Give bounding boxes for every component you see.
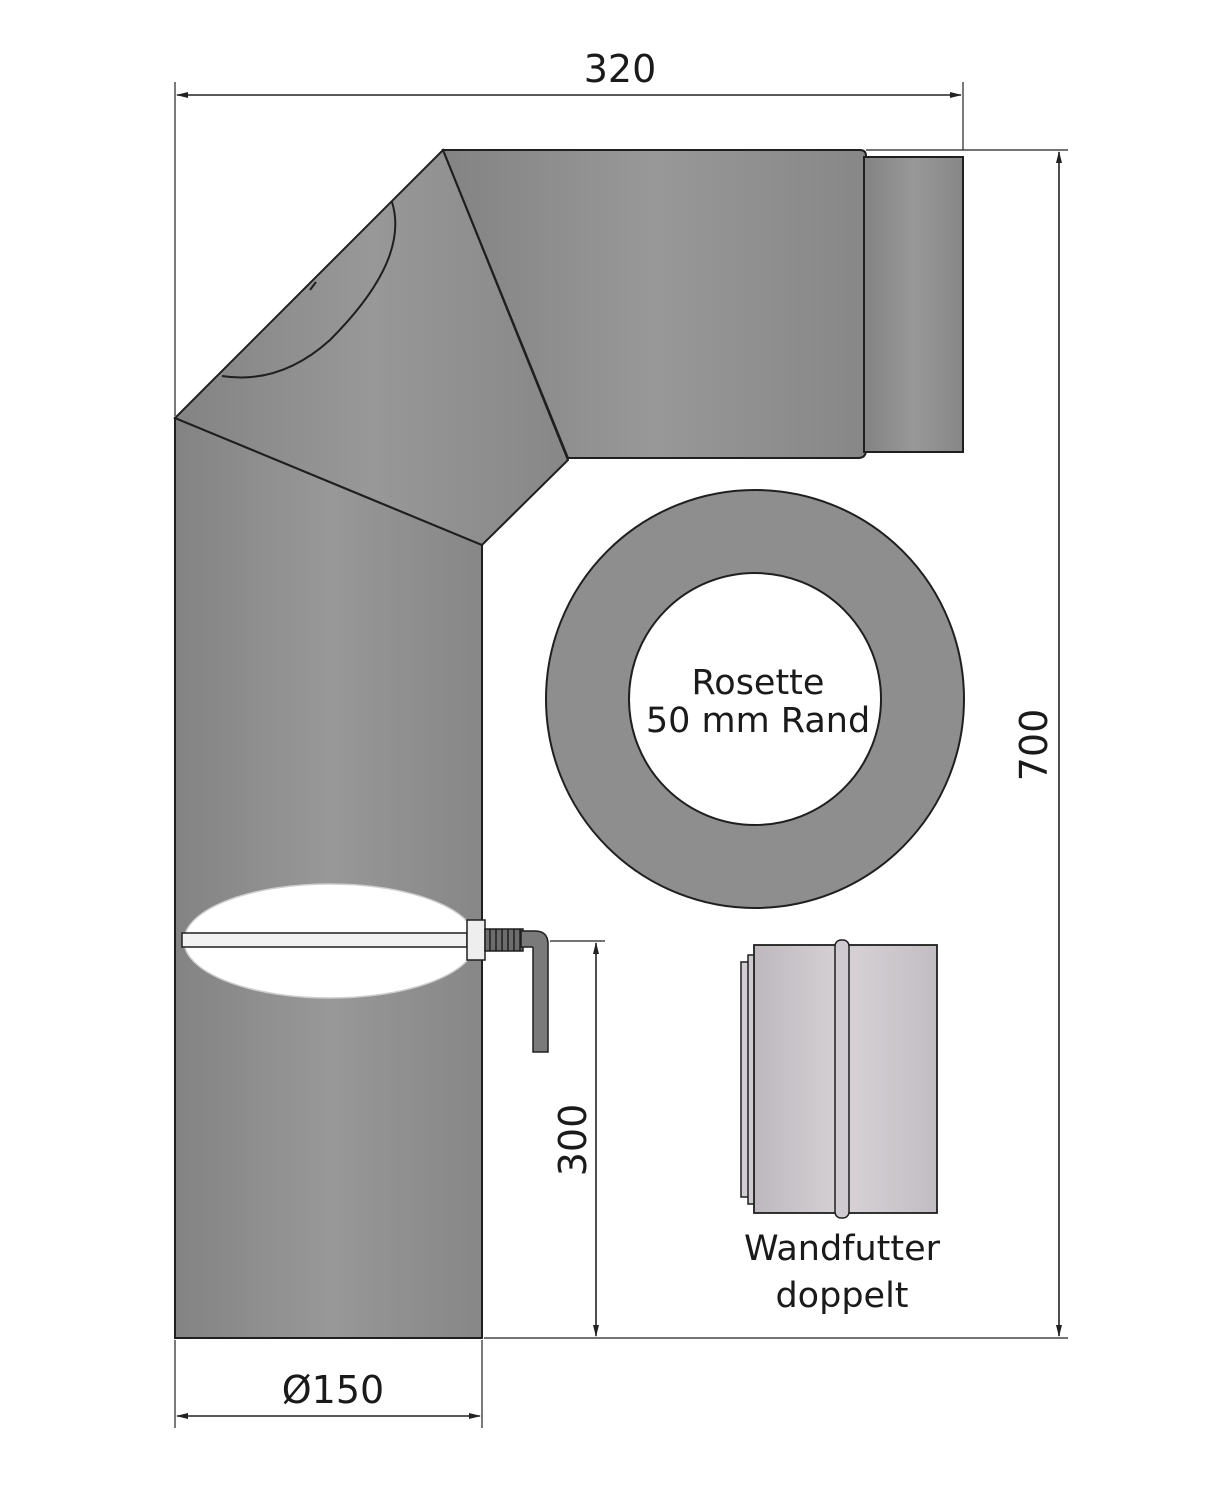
dimension-diameter-label: Ø150	[282, 1368, 384, 1412]
dimension-damper-height-label: 300	[551, 1104, 595, 1177]
damper-nut	[466, 919, 486, 961]
wall-sleeve-label-line1: Wandfutter	[744, 1229, 941, 1269]
damper-spring	[484, 928, 524, 952]
damper-assembly	[181, 883, 549, 1053]
pipe-spigot-end	[863, 156, 964, 453]
elbow-pipe	[173, 148, 964, 1339]
damper-shaft	[181, 932, 468, 948]
wall-sleeve-bead	[834, 939, 850, 1219]
dimension-width: 320	[174, 47, 964, 416]
damper-handle	[520, 930, 549, 1053]
inspection-cover	[221, 201, 397, 379]
rosette-label-line2: 50 mm Rand	[646, 701, 870, 741]
dimension-height: 700	[484, 149, 1068, 1339]
seam-lower	[174, 417, 483, 546]
cover-screw-mark	[309, 281, 317, 291]
rosette: Rosette 50 mm Rand	[545, 489, 965, 909]
seam-upper	[442, 149, 569, 461]
dimension-damper-height: 300	[550, 940, 605, 1337]
pipe-vertical-segment	[174, 416, 483, 1339]
dimension-height-label: 700	[1012, 709, 1056, 782]
wall-sleeve-label-line2: doppelt	[775, 1276, 908, 1316]
wall-sleeve: Wandfutter doppelt	[740, 939, 941, 1316]
rosette-hole	[628, 572, 882, 826]
dimension-width-label: 320	[584, 47, 657, 91]
dimension-diameter: Ø150	[174, 1340, 483, 1428]
rosette-label-line1: Rosette	[692, 663, 825, 703]
